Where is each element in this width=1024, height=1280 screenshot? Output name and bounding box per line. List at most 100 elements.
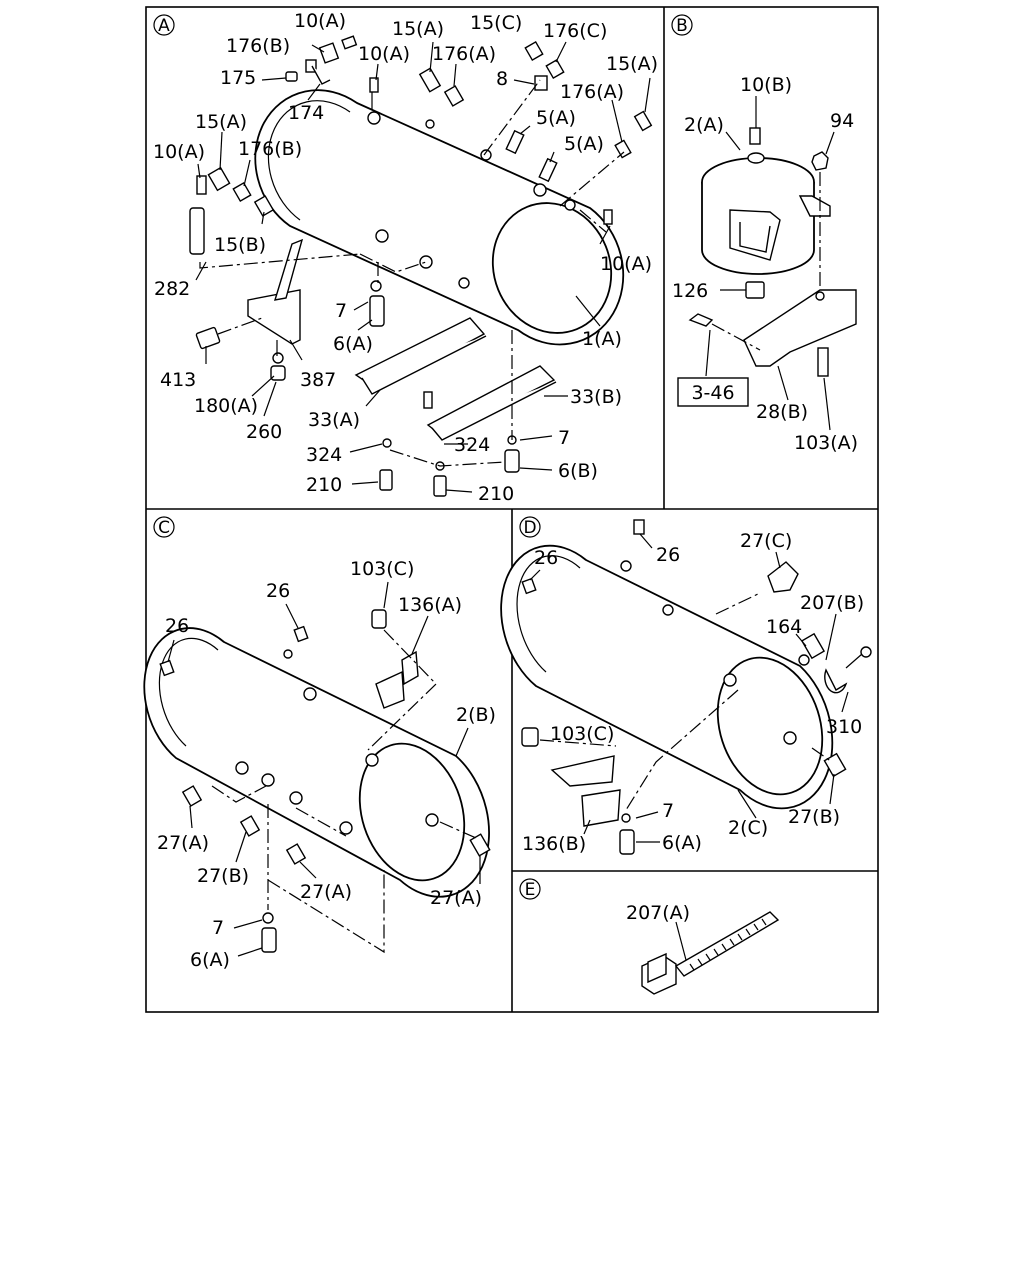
- leaders-a: [195, 41, 651, 493]
- callout-413: 413: [160, 369, 196, 391]
- callout-27a: 27(A): [430, 887, 482, 909]
- callout-176b: 176(B): [238, 138, 302, 160]
- callout-27a: 27(A): [300, 881, 352, 903]
- callout-2b: 2(B): [456, 704, 496, 726]
- callout-103c: 103(C): [350, 558, 414, 580]
- leaders-c: [167, 581, 481, 957]
- panel-e-marker: E: [519, 878, 541, 900]
- panel-b-marker: B: [671, 14, 693, 36]
- callout-387: 387: [300, 369, 336, 391]
- callout-1a: 1(A): [582, 328, 622, 350]
- callout-7: 7: [662, 800, 674, 822]
- panel-a: A: [153, 10, 658, 505]
- bracket-28b: [688, 289, 857, 377]
- callout-2a: 2(A): [684, 114, 724, 136]
- callout-180a: 180(A): [194, 395, 258, 417]
- panel-a-marker: A: [153, 14, 175, 36]
- callout-7: 7: [212, 917, 224, 939]
- callout-26: 26: [266, 580, 290, 602]
- callout-260: 260: [246, 421, 282, 443]
- callout-10a: 10(A): [358, 43, 410, 65]
- callout-174: 174: [288, 102, 324, 124]
- callout-94: 94: [830, 110, 854, 132]
- callout-126: 126: [672, 280, 708, 302]
- callout-136b: 136(B): [522, 833, 586, 855]
- panel-b: B: [671, 14, 858, 454]
- leaders-b: [705, 96, 835, 431]
- callout-103c: 103(C): [550, 723, 614, 745]
- callout-10a: 10(A): [600, 253, 652, 275]
- callout-176c: 176(C): [543, 20, 607, 42]
- callout-207a: 207(A): [626, 902, 690, 924]
- callout-282: 282: [154, 278, 190, 300]
- callouts-c: 103(C) 26 136(A) 26 2(B) 27(A) 27(B) 27(…: [157, 558, 496, 971]
- callout-27a: 27(A): [157, 832, 209, 854]
- callout-33a: 33(A): [308, 409, 360, 431]
- callout-27c: 27(C): [740, 530, 792, 552]
- callout-8: 8: [496, 68, 508, 90]
- leaders-e: [675, 921, 687, 961]
- diagram-frame: [145, 6, 879, 1013]
- callout-210: 210: [478, 483, 514, 505]
- brake-chamber: [701, 127, 831, 299]
- callout-27b: 27(B): [197, 865, 249, 887]
- fittings-group-a: [189, 35, 653, 497]
- callout-175: 175: [220, 67, 256, 89]
- callout-310: 310: [826, 716, 862, 738]
- callout-5a: 5(A): [536, 107, 576, 129]
- callout-10a: 10(A): [153, 141, 205, 163]
- fittings-d: [521, 519, 872, 855]
- panel-c: C: [143, 516, 496, 971]
- callout-210: 210: [306, 474, 342, 496]
- panel-e: E 207(A): [519, 878, 780, 995]
- brackets-a: [247, 238, 557, 441]
- svg-text:C: C: [158, 518, 170, 538]
- callout-324: 324: [306, 444, 342, 466]
- callouts-d: 26 26 27(C) 207(B) 164 310 103(C) 7 136(…: [522, 530, 864, 855]
- callout-324: 324: [454, 434, 490, 456]
- reference-box: 3-46: [677, 377, 749, 407]
- callout-176b: 176(B): [226, 35, 290, 57]
- callout-164: 164: [766, 616, 802, 638]
- callout-33b: 33(B): [570, 386, 622, 408]
- svg-text:D: D: [523, 518, 536, 538]
- callout-27b: 27(B): [788, 806, 840, 828]
- callouts-e: 207(A): [626, 902, 690, 924]
- callout-26: 26: [165, 615, 189, 637]
- callout-103a: 103(A): [794, 432, 858, 454]
- callout-207b: 207(B): [800, 592, 864, 614]
- panel-c-marker: C: [153, 516, 175, 538]
- callout-176a: 176(A): [432, 43, 496, 65]
- air-tank-2b: [143, 627, 490, 898]
- callout-15b: 15(B): [214, 234, 266, 256]
- svg-text:A: A: [158, 16, 170, 36]
- cable-tie: [641, 911, 780, 995]
- callout-176a: 176(A): [560, 81, 624, 103]
- callout-15a: 15(A): [392, 18, 444, 40]
- callout-15a: 15(A): [606, 53, 658, 75]
- callout-6a: 6(A): [190, 949, 230, 971]
- air-tank-1a: [254, 89, 625, 346]
- callout-6a: 6(A): [333, 333, 373, 355]
- svg-text:B: B: [676, 16, 688, 36]
- panel-d: D: [500, 516, 872, 855]
- callout-2c: 2(C): [728, 817, 768, 839]
- callout-15a: 15(A): [195, 111, 247, 133]
- callout-6b: 6(B): [558, 460, 598, 482]
- callout-10a: 10(A): [294, 10, 346, 32]
- callout-26: 26: [656, 544, 680, 566]
- air-tank-2c: [500, 544, 834, 810]
- callout-7: 7: [335, 300, 347, 322]
- leaders-d: [529, 533, 863, 843]
- callout-26: 26: [534, 547, 558, 569]
- callout-28b: 28(B): [756, 401, 808, 423]
- svg-text:3-46: 3-46: [691, 382, 734, 404]
- callout-15c: 15(C): [470, 12, 522, 34]
- callouts-b: 10(B) 2(A) 94 126 3-46 28(B) 103(A): [672, 74, 858, 454]
- callout-6a: 6(A): [662, 832, 702, 854]
- callout-7: 7: [558, 427, 570, 449]
- callout-10b: 10(B): [740, 74, 792, 96]
- fittings-c: [159, 609, 491, 953]
- callouts-a: 10(A) 176(B) 175 174 10(A) 15(A) 176(A) …: [153, 10, 658, 505]
